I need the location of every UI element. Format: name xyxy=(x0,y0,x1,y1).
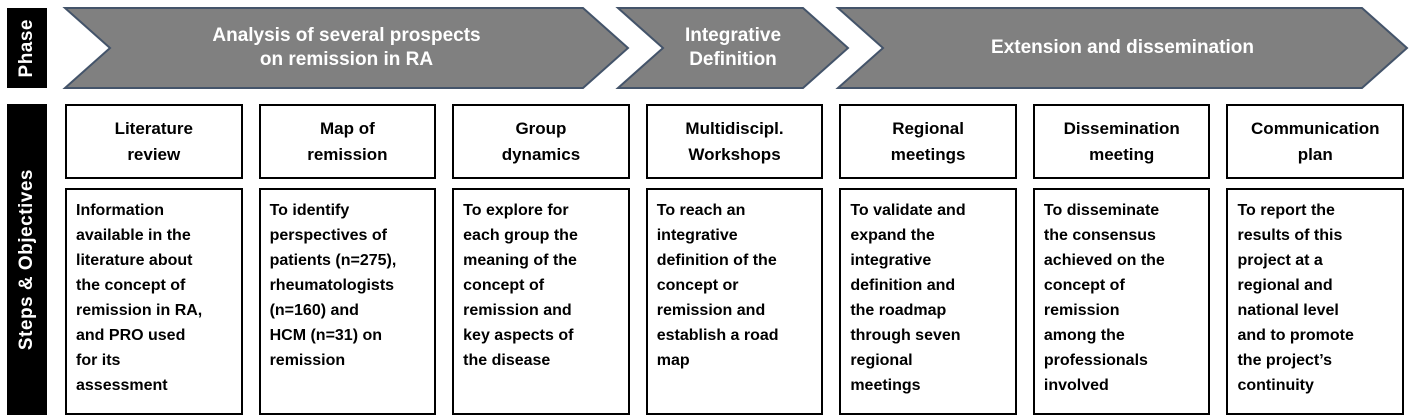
phase-arrow-analysis-shape xyxy=(62,7,630,89)
step-header: Map of remission xyxy=(258,104,437,179)
step-objective: To report the results of this project at… xyxy=(1226,188,1405,415)
phase-arrow-integrative-shape xyxy=(615,7,850,89)
step-objective: Information available in the literature … xyxy=(65,188,243,415)
steps-row-header-label: Steps & Objectives xyxy=(16,168,37,351)
phase-arrows-graphic xyxy=(62,7,1409,89)
step-objective: To reach an integrative definition of th… xyxy=(645,188,824,415)
step-header: Regional meetings xyxy=(839,104,1017,179)
step-column-group-dynamics: Group dynamics To explore for each group… xyxy=(452,104,630,415)
step-column-regional-meetings: Regional meetings To validate and expand… xyxy=(839,104,1017,415)
step-header: Group dynamics xyxy=(452,104,630,179)
step-header: Dissemination meeting xyxy=(1032,104,1211,179)
step-column-communication-plan: Communication plan To report the results… xyxy=(1226,104,1405,415)
step-objective: To explore for each group the meaning of… xyxy=(452,188,630,415)
step-header: Literature review xyxy=(65,104,243,179)
steps-row-header: Steps & Objectives xyxy=(7,104,47,415)
step-column-multidisciplinary-workshops: Multidiscipl. Workshops To reach an inte… xyxy=(645,104,824,415)
phase-row-header: Phase xyxy=(7,8,47,88)
step-objective: To validate and expand the integrative d… xyxy=(839,188,1017,415)
step-header: Multidiscipl. Workshops xyxy=(645,104,824,179)
step-objective: To identify perspectives of patients (n=… xyxy=(258,188,437,415)
phase-arrow-extension-shape xyxy=(835,7,1409,89)
step-column-map-of-remission: Map of remission To identify perspective… xyxy=(258,104,437,415)
step-objective: To disseminate the consensus achieved on… xyxy=(1032,188,1211,415)
step-column-literature-review: Literature review Information available … xyxy=(65,104,243,415)
step-column-dissemination-meeting: Dissemination meeting To disseminate the… xyxy=(1032,104,1211,415)
steps-columns: Literature review Information available … xyxy=(65,104,1405,415)
step-header: Communication plan xyxy=(1226,104,1405,179)
